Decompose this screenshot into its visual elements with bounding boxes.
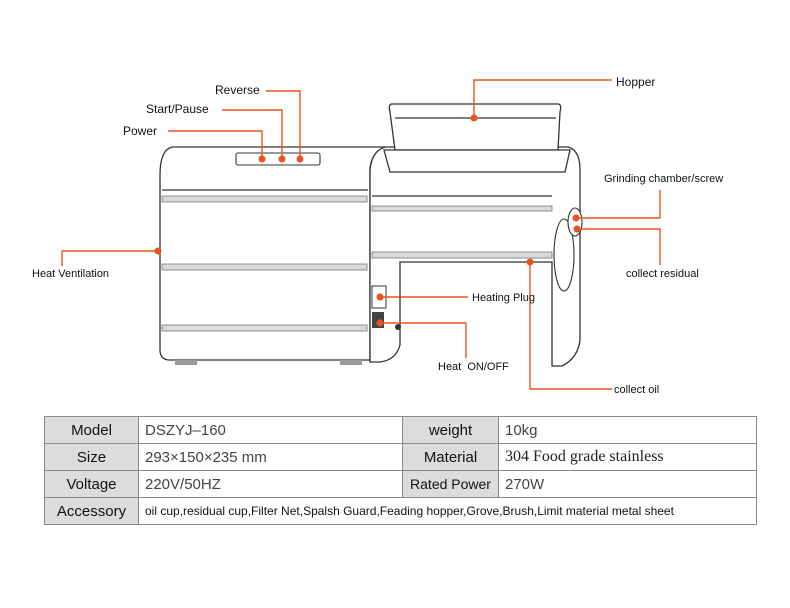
material-value: 304 Food grade stainless [498, 443, 757, 471]
table-row: Size 293×150×235 mm Material 304 Food gr… [44, 443, 757, 471]
model-value: DSZYJ–160 [138, 416, 403, 444]
table-row: Model DSZYJ–160 weight 10kg [44, 416, 757, 444]
weight-label: weight [402, 416, 499, 444]
accessory-value: oil cup,residual cup,Filter Net,Spalsh G… [138, 497, 757, 525]
table-row: Accessory oil cup,residual cup,Filter Ne… [44, 497, 757, 525]
material-label: Material [402, 443, 499, 471]
callout-reverse: Reverse [215, 83, 260, 97]
callout-start-pause: Start/Pause [146, 102, 209, 116]
rated-power-value: 270W [498, 470, 757, 498]
callout-hopper: Hopper [616, 75, 655, 89]
callout-grinding-chamber: Grinding chamber/screw [604, 173, 723, 185]
callout-heat-ventilation: Heat Ventilation [32, 268, 109, 280]
oil-press-diagram: Power Start/Pause Reverse Hopper Grindin… [32, 75, 723, 396]
callout-collect-residual: collect residual [626, 268, 699, 280]
callout-heat-on-off: Heat ON/OFF [438, 361, 509, 373]
size-value: 293×150×235 mm [138, 443, 403, 471]
machine-main-body [159, 146, 386, 365]
hopper [383, 103, 571, 173]
table-row: Voltage 220V/50HZ Rated Power 270W [44, 470, 757, 498]
accessory-label: Accessory [44, 497, 139, 525]
leader-lines [61, 79, 661, 390]
voltage-value: 220V/50HZ [138, 470, 403, 498]
voltage-label: Voltage [44, 470, 139, 498]
callout-power: Power [123, 124, 157, 138]
callout-collect-oil: collect oil [614, 384, 659, 396]
model-label: Model [44, 416, 139, 444]
callout-heating-plug: Heating Plug [472, 292, 535, 304]
spec-table: Model DSZYJ–160 weight 10kg Size 293×150… [44, 416, 757, 525]
rated-power-label: Rated Power [402, 470, 499, 498]
weight-value: 10kg [498, 416, 757, 444]
machine-grinding-section [369, 146, 583, 367]
size-label: Size [44, 443, 139, 471]
